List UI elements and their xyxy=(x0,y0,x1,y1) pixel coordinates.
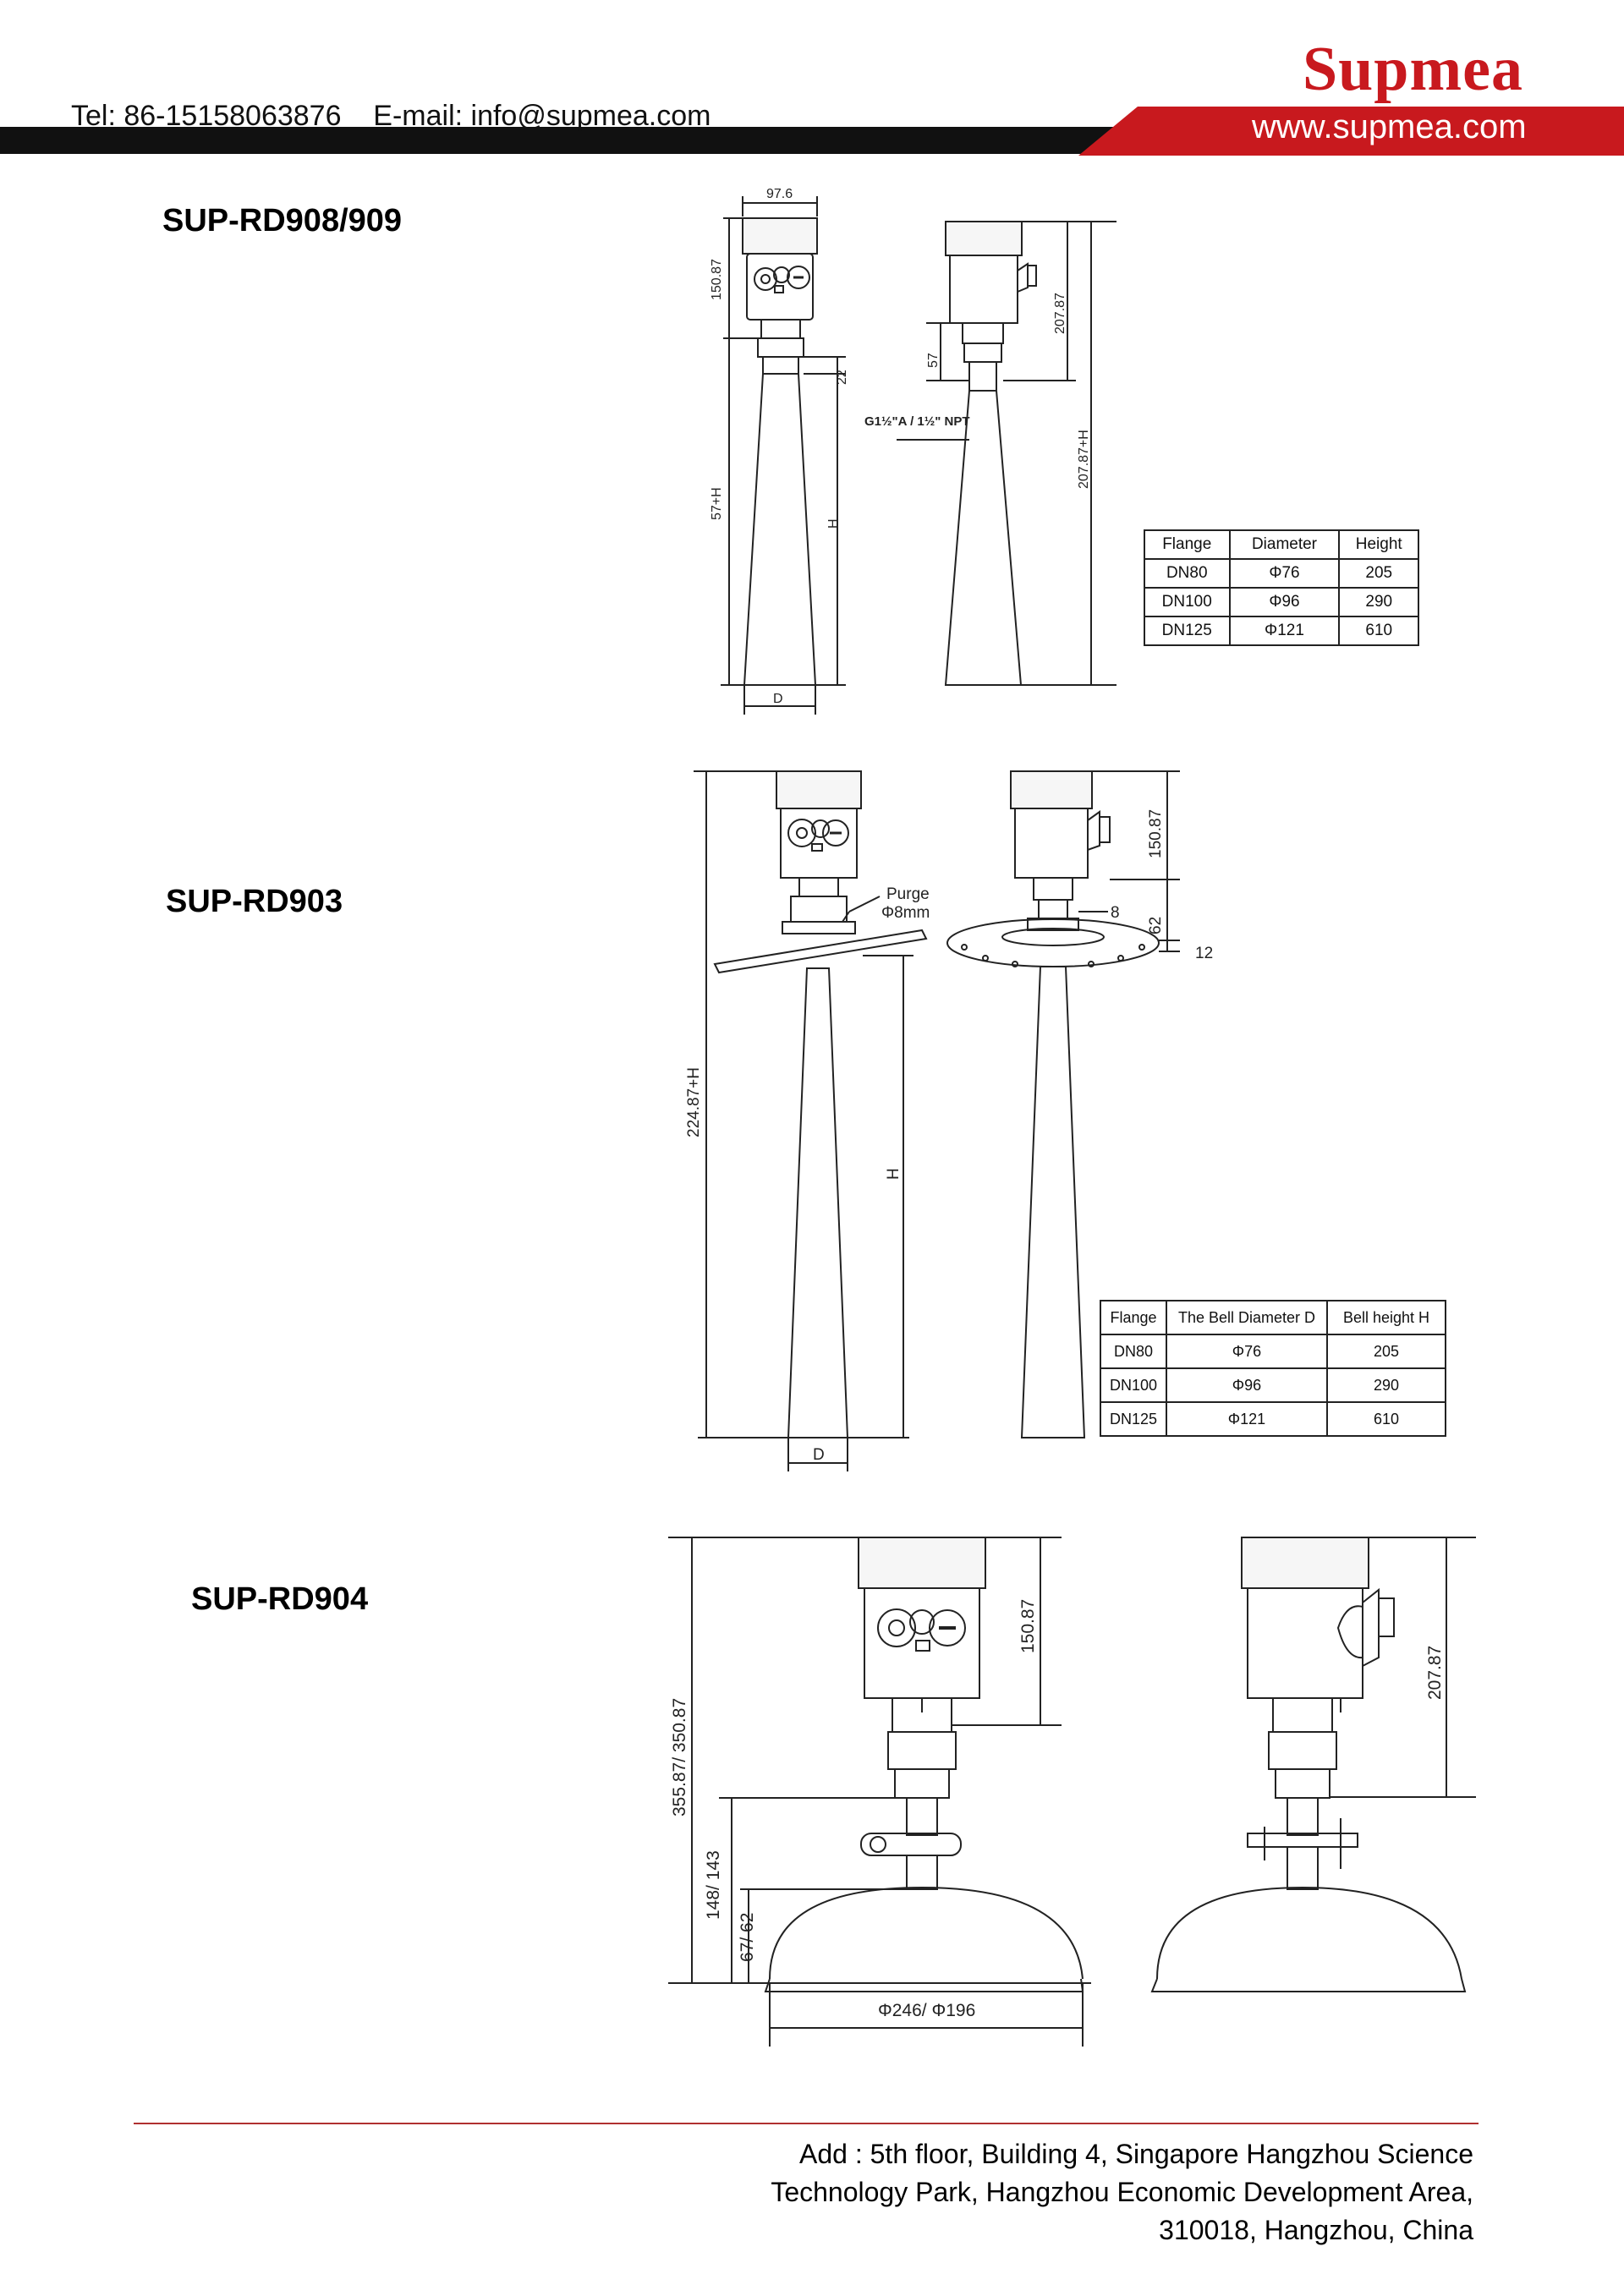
dim-housing-height: 150.87 xyxy=(1018,1599,1038,1653)
drawing-rd904: 355.87/ 350.87 148/ 143 67/ 62 150.87 Φ2… xyxy=(668,1537,1476,2047)
table-cell: DN80 xyxy=(1144,558,1231,589)
table-cell: DN100 xyxy=(1144,587,1231,617)
model-title-rd904: SUP-RD904 xyxy=(191,1581,369,1617)
dim-horn-h: H xyxy=(826,518,841,529)
table-cell: 205 xyxy=(1338,558,1419,589)
dim-lower-height: 148/ 143 xyxy=(704,1850,723,1920)
table-cell: Φ121 xyxy=(1228,616,1341,646)
table-header: Flange xyxy=(1144,529,1231,560)
table-cell: 205 xyxy=(1326,1334,1446,1369)
dim-dish-diameter: Φ246/ Φ196 xyxy=(878,2001,975,2020)
footer-address-line: Technology Park, Hangzhou Economic Devel… xyxy=(771,2177,1473,2207)
table-cell: 610 xyxy=(1326,1401,1446,1437)
front-view-rd908 xyxy=(721,196,846,715)
dim-diameter-d: D xyxy=(773,692,783,706)
footer-address-line: Add : 5th floor, Building 4, Singapore H… xyxy=(799,2139,1473,2169)
table-header: Flange xyxy=(1100,1300,1167,1335)
drawing-rd908-909: 97.6 150.87 22 57+H H D 207.87 57 G1½"A … xyxy=(710,187,1116,715)
dim-dish-height: 67/ 62 xyxy=(738,1913,757,1962)
dim-width: 97.6 xyxy=(766,187,793,201)
dim-total-height: 224.87+H xyxy=(685,1067,703,1137)
side-view-rd909 xyxy=(897,221,1116,686)
model-title-rd903: SUP-RD903 xyxy=(166,884,343,919)
header-black-bar xyxy=(0,127,1116,154)
header-contact: Tel: 86-15158063876 E-mail: info@supmea.… xyxy=(71,100,711,132)
dim-neck: 8 xyxy=(1111,904,1120,922)
side-view-rd903 xyxy=(946,770,1180,1438)
table-row: DN80 Φ76 205 xyxy=(1100,1334,1446,1369)
table-row: DN100 Φ96 290 xyxy=(1100,1367,1446,1403)
table-cell: DN125 xyxy=(1100,1401,1167,1437)
table-cell: 290 xyxy=(1338,587,1419,617)
drawing-rd903: 224.87+H Purge Φ8mm H D 150.87 8 62 12 xyxy=(685,770,1213,1471)
table-row: DN80 Φ76 205 xyxy=(1144,558,1419,589)
brand-logo: Supmea xyxy=(1303,35,1523,104)
purge-label: Purge xyxy=(886,885,930,903)
table-cell: DN100 xyxy=(1100,1367,1167,1403)
footer-address-line: 310018, Hangzhou, China xyxy=(1159,2215,1473,2245)
dim-total-height: 355.87/ 350.87 xyxy=(670,1698,689,1817)
front-view-rd904 xyxy=(668,1537,1091,2047)
table-row: DN100 Φ96 290 xyxy=(1144,587,1419,617)
dim-housing-height: 150.87 xyxy=(710,259,724,300)
table-header: The Bell Diameter D xyxy=(1166,1300,1328,1335)
spec-table-rd903: Flange The Bell Diameter D Bell height H… xyxy=(1100,1300,1446,1437)
table-cell: Φ96 xyxy=(1166,1367,1328,1403)
front-view-rd903 xyxy=(694,770,928,1471)
table-row: DN125 Φ121 610 xyxy=(1100,1401,1446,1437)
table-cell: Φ121 xyxy=(1166,1401,1328,1437)
dim-flange-thickness: 12 xyxy=(1195,945,1213,962)
table-header: Bell height H xyxy=(1326,1300,1446,1335)
header-website[interactable]: www.supmea.com xyxy=(1252,108,1527,145)
table-cell: DN80 xyxy=(1100,1334,1167,1369)
dim-diameter-d: D xyxy=(813,1446,825,1464)
dim-flange-offset: 62 xyxy=(1147,917,1165,934)
table-header: Diameter xyxy=(1228,529,1341,560)
header-banner xyxy=(0,107,1624,156)
purge-size: Φ8mm xyxy=(881,904,930,922)
table-cell: DN125 xyxy=(1144,616,1231,646)
dim-thread-height: 22 xyxy=(835,370,849,385)
footer-divider xyxy=(134,2123,1479,2124)
dim-side-neck: 57 xyxy=(926,353,941,368)
table-cell: Φ96 xyxy=(1228,587,1341,617)
dim-horn-h: H xyxy=(885,1168,903,1180)
dim-housing-height: 150.87 xyxy=(1147,809,1165,858)
side-view-rd904 xyxy=(1150,1537,1476,1992)
header-red-bar xyxy=(1078,107,1624,156)
table-header: Height xyxy=(1338,529,1419,560)
dim-side-housing: 207.87 xyxy=(1053,293,1067,334)
dim-left-total: 57+H xyxy=(710,487,724,520)
table-cell: Φ76 xyxy=(1166,1334,1328,1369)
dim-side-total: 207.87+H xyxy=(1077,430,1091,489)
table-cell: 610 xyxy=(1338,616,1419,646)
dim-thread-spec: G1½"A / 1½" NPT xyxy=(864,414,970,429)
dim-side-housing: 207.87 xyxy=(1425,1646,1445,1700)
footer-address: Add : 5th floor, Building 4, Singapore H… xyxy=(592,2135,1473,2249)
spec-table-rd908-909: Flange Diameter Height DN80 Φ76 205 DN10… xyxy=(1144,529,1419,646)
table-row: DN125 Φ121 610 xyxy=(1144,616,1419,646)
model-title-rd908-909: SUP-RD908/909 xyxy=(162,203,403,238)
table-cell: Φ76 xyxy=(1228,558,1341,589)
table-cell: 290 xyxy=(1326,1367,1446,1403)
